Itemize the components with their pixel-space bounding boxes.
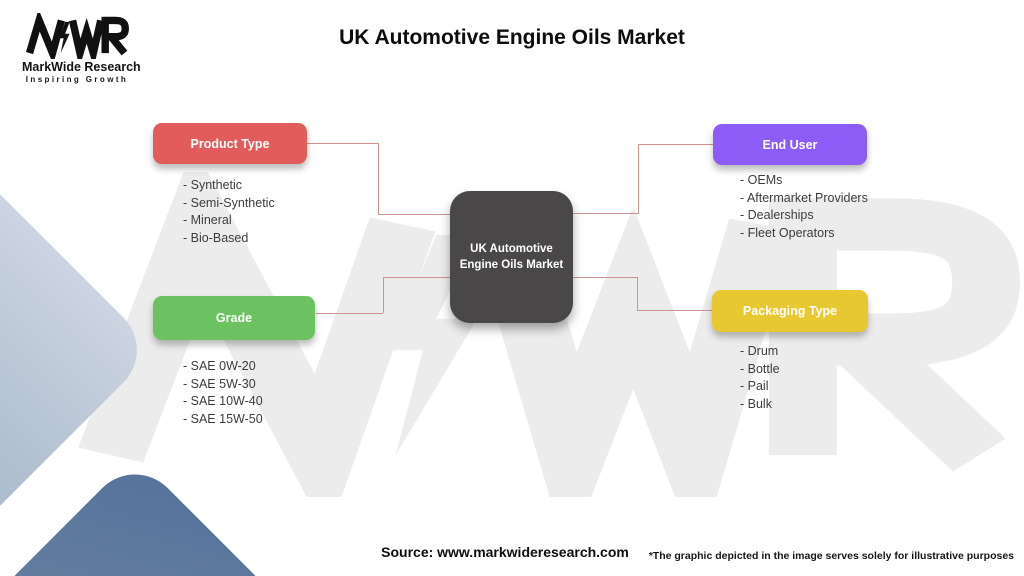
connector-line <box>637 310 712 311</box>
connector-line <box>638 144 639 214</box>
brand-tagline: Inspiring Growth <box>25 75 129 84</box>
source-note: Source: www.markwideresearch.com <box>381 544 629 560</box>
branch-label-end-user: End User <box>762 137 818 152</box>
mwr-logo-icon <box>25 13 129 59</box>
branch-label-packaging-type: Packaging Type <box>742 304 838 318</box>
connector-line <box>637 277 638 310</box>
connector-line <box>638 144 713 145</box>
branch-box-product-type: Product Type <box>153 123 307 164</box>
list-item: - Synthetic <box>183 178 243 192</box>
brand-logo: MarkWide Research Inspiring Growth <box>22 13 141 84</box>
connector-line <box>378 214 450 215</box>
center-node-label-line2: Engine Oils Market <box>459 259 564 271</box>
list-item: - Dealerships <box>740 208 814 223</box>
disclaimer-note: *The graphic depicted in the image serve… <box>648 550 1014 562</box>
branch-box-packaging-type: Packaging Type <box>712 290 868 332</box>
connector-line <box>573 213 638 214</box>
list-item: - Bottle <box>740 361 780 376</box>
connector-line <box>573 277 637 278</box>
branch-label-grade: Grade <box>215 311 253 325</box>
list-item: - Bio-Based <box>183 230 249 245</box>
list-item: - Drum <box>740 344 779 358</box>
list-item: - SAE 5W-30 <box>183 376 256 391</box>
connector-line <box>383 277 384 313</box>
branch-box-end-user: End User <box>713 124 867 165</box>
branch-list-packaging-type: - Drum - Bottle - Pail - Bulk <box>740 343 780 413</box>
connector-line <box>378 143 379 214</box>
center-node: UK Automotive Engine Oils Market <box>450 191 573 323</box>
center-node-label-line1: UK Automotive <box>470 243 553 255</box>
branch-box-grade: Grade <box>153 296 315 340</box>
connector-line <box>316 313 383 314</box>
list-item: - SAE 10W-40 <box>183 394 263 409</box>
page-title: UK Automotive Engine Oils Market <box>339 26 685 49</box>
list-item: - Fleet Operators <box>740 225 835 240</box>
list-item: - SAE 0W-20 <box>183 359 256 373</box>
branch-label-product-type: Product Type <box>190 136 270 151</box>
list-item: - OEMs <box>740 173 783 187</box>
list-item: - SAE 15W-50 <box>183 411 263 426</box>
branch-list-end-user: - OEMs - Aftermarket Providers - Dealers… <box>740 172 868 242</box>
brand-name: MarkWide Research <box>22 60 141 74</box>
list-item: - Aftermarket Providers <box>740 190 868 205</box>
list-item: - Pail <box>740 379 769 394</box>
connector-line <box>383 277 450 278</box>
list-item: - Mineral <box>183 213 232 228</box>
branch-list-product-type: - Synthetic - Semi-Synthetic - Mineral -… <box>183 177 275 247</box>
list-item: - Semi-Synthetic <box>183 195 275 210</box>
branch-list-grade: - SAE 0W-20 - SAE 5W-30 - SAE 10W-40 - S… <box>183 358 263 428</box>
connector-line <box>307 143 378 144</box>
list-item: - Bulk <box>740 396 772 411</box>
